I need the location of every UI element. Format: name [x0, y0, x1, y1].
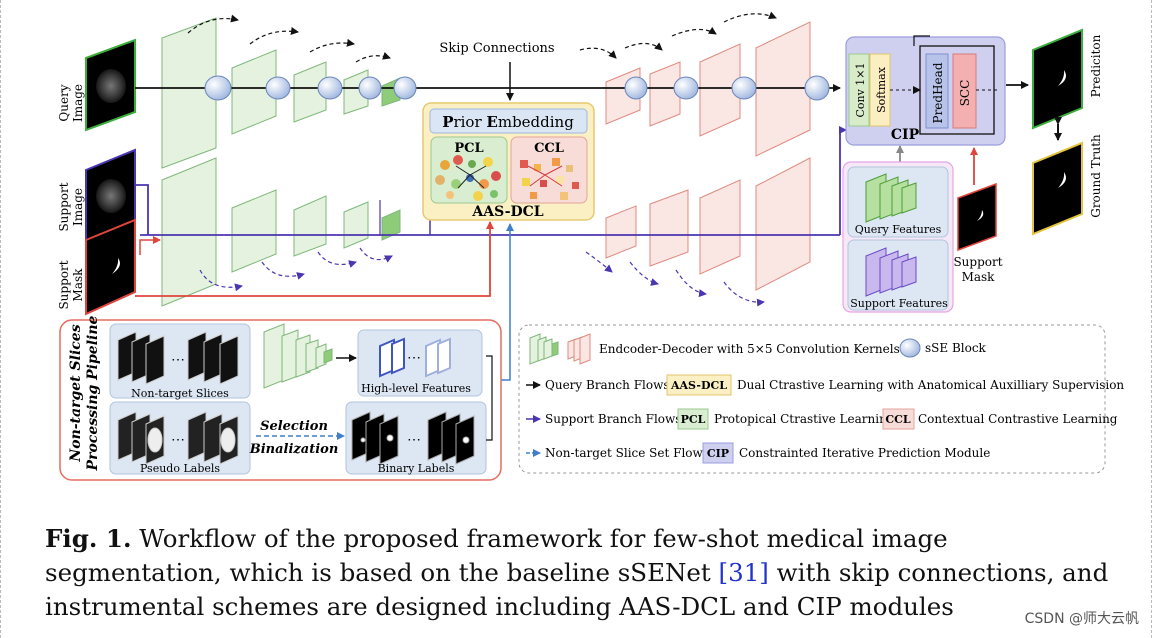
prediction-label: Prediciton	[1089, 34, 1103, 97]
sse-blocks-query	[204, 75, 830, 101]
nontarget-pipeline: Non-target SlicesProcessing Pipeline ⋯ N…	[59, 315, 502, 481]
prediction-thumb	[1032, 28, 1083, 130]
legend-pcl-text: Protopical Ctrastive Learning	[714, 412, 895, 426]
query-features-label: Query Features	[855, 223, 942, 236]
binary-labels-stack	[351, 411, 475, 465]
legend: Endcoder-Decoder with 5×5 Convolution Ke…	[518, 324, 1124, 474]
cip-label: CIP	[891, 127, 920, 143]
aas-dcl-label: AAS-DCL	[471, 204, 543, 220]
predhead-label: PredHead	[931, 62, 945, 123]
legend-support-text: Support Branch Flows	[545, 412, 681, 426]
conv-label: Conv 1×1	[854, 62, 867, 117]
svg-text:⋯: ⋯	[407, 350, 421, 366]
legend-query-text: Query Branch Flows	[545, 378, 670, 392]
left-page-edge	[0, 0, 1, 638]
support-features-label: Support Features	[850, 297, 948, 310]
watermark: CSDN @师大云帆	[1024, 611, 1139, 627]
legend-cip-text: Constrainted Iterative Prediction Module	[739, 446, 990, 460]
support-features-box: Support Features	[847, 239, 949, 311]
binalization-label: Binalization	[249, 442, 339, 457]
nontarget-slices-stack	[117, 331, 239, 385]
pcl-label: PCL	[454, 141, 483, 156]
support-mask-thumb	[85, 218, 136, 316]
legend-cip-tag: CIP	[707, 447, 729, 460]
support-skip-arrows	[199, 247, 765, 307]
high-level-features-label: High-level Features	[361, 382, 471, 395]
legend-encoder-text: Endcoder-Decoder with 5×5 Convolution Ke…	[599, 342, 900, 356]
legend-sse-text: sSE Block	[925, 341, 987, 355]
ground-truth-label: Ground Truth	[1089, 134, 1103, 218]
query-image-thumb	[85, 38, 136, 132]
support-encoder	[161, 157, 401, 307]
legend-nontarget-text: Non-target Slice Set Flows	[545, 446, 709, 460]
binary-labels-label: Binary Labels	[378, 462, 455, 475]
legend-ccl-text: Contextual Contrastive Learning	[918, 412, 1118, 426]
caption-fig-label: Fig. 1.	[45, 524, 132, 553]
selection-label: Selection	[260, 419, 328, 434]
caption-text-2: with skip connections, and instrumental …	[45, 558, 1109, 621]
support-mask-label: SupportMask	[57, 260, 85, 309]
softmax-label: Softmax	[875, 66, 888, 113]
high-level-features-icon	[379, 337, 451, 378]
support-to-cip-arrow	[839, 126, 847, 235]
pseudo-labels-stack	[117, 411, 239, 465]
legend-aas-text: Dual Ctrastive Learning with Anatomical …	[737, 378, 1124, 392]
skip-connections-label: Skip Connections	[439, 41, 554, 56]
caption-citation-link[interactable]: [31]	[718, 558, 769, 587]
svg-text:⋯: ⋯	[171, 432, 185, 448]
cip-module: Conv 1×1 Softmax PredHead SCC CIP	[845, 35, 1006, 146]
legend-sse-icon	[899, 338, 921, 358]
query-encoder	[161, 17, 401, 169]
support-decoder	[605, 157, 811, 291]
prior-embedding-title: Prior Embedding	[442, 113, 574, 131]
ccl-context-squares	[520, 158, 579, 200]
legend-ccl-tag: CCL	[885, 413, 911, 426]
right-support-mask-thumb	[957, 182, 997, 252]
pcl-prototype-dots	[435, 155, 501, 201]
query-image-label: QueryImage	[57, 84, 85, 122]
query-skip-arrows	[187, 11, 777, 63]
framework-diagram: QueryImage SupportImage SupportMask	[57, 11, 1124, 481]
mask-flow-line	[135, 221, 494, 297]
mask-input-connector	[139, 236, 161, 255]
support-input-connector	[135, 184, 149, 235]
nontarget-slices-label: Non-target Slices	[131, 387, 229, 400]
support-image-label: SupportImage	[57, 182, 85, 231]
figure-caption: Fig. 1. Workflow of the proposed framewo…	[45, 522, 1115, 624]
svg-text:⋯: ⋯	[407, 432, 421, 448]
pipeline-encoder-icon	[263, 323, 333, 389]
pipeline-title: Non-target SlicesProcessing Pipeline	[68, 315, 101, 471]
query-decoder	[605, 21, 811, 157]
right-page-edge	[1151, 0, 1152, 638]
svg-text:⋯: ⋯	[171, 352, 185, 368]
caption-text-1: Workflow of the proposed framework for f…	[45, 524, 948, 587]
legend-encoder-icon	[529, 333, 591, 365]
prior-embedding-module: Prior Embedding PCL CCL AAS-DCL	[422, 102, 595, 221]
ccl-label: CCL	[534, 141, 564, 156]
ground-truth-thumb	[1032, 141, 1083, 236]
legend-pcl-tag: PCL	[681, 413, 706, 426]
scc-label: SCC	[958, 80, 972, 107]
legend-aas-tag: AAS-DCL	[670, 379, 727, 392]
pseudo-labels-label: Pseudo Labels	[140, 462, 220, 475]
